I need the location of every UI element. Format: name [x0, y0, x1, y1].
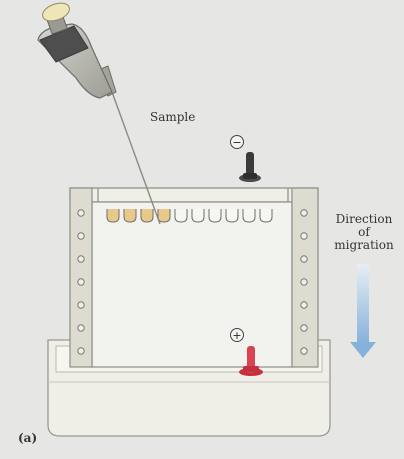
- migration-direction-arrow: [350, 264, 376, 358]
- direction-label-line-1: Direction: [335, 212, 393, 226]
- spacer-screw: [300, 232, 308, 240]
- empty-well: [208, 209, 222, 223]
- left-spacer: [69, 187, 93, 368]
- gel-plate: [91, 201, 293, 368]
- spacer-screw: [77, 301, 85, 309]
- loaded-well: [106, 209, 120, 223]
- spacer-screw: [300, 209, 308, 217]
- svg-text:−: −: [232, 136, 241, 149]
- loaded-well: [157, 209, 171, 223]
- spacer-screw: [300, 301, 308, 309]
- spacer-screw: [300, 278, 308, 286]
- spacer-screw: [77, 324, 85, 332]
- spacer-screw: [300, 255, 308, 263]
- direction-label-line-2: of: [358, 225, 370, 239]
- sample-label: Sample: [150, 110, 196, 124]
- right-spacer: [291, 187, 319, 368]
- spacer-screw: [300, 324, 308, 332]
- spacer-screw: [77, 347, 85, 355]
- svg-text:+: +: [232, 329, 241, 342]
- pipette: [37, 2, 161, 225]
- anode-sign: +: [230, 328, 244, 342]
- empty-well: [225, 209, 239, 223]
- empty-well: [259, 209, 273, 223]
- panel-label: (a): [18, 431, 38, 445]
- direction-label-line-3: migration: [334, 238, 394, 252]
- anode-electrode: [239, 346, 263, 376]
- spacer-screw: [300, 347, 308, 355]
- spacer-screw: [77, 232, 85, 240]
- empty-well: [191, 209, 205, 223]
- empty-well: [242, 209, 256, 223]
- loaded-well: [123, 209, 137, 223]
- spacer-screw: [77, 278, 85, 286]
- sample-wells: [106, 209, 273, 223]
- cathode-electrode: [239, 152, 261, 182]
- spacer-screw: [77, 209, 85, 217]
- empty-well: [174, 209, 188, 223]
- spacer-screw: [77, 255, 85, 263]
- cathode-sign: −: [230, 135, 244, 149]
- loaded-well: [140, 209, 154, 223]
- direction-of-migration-label: Direction of migration: [330, 213, 398, 252]
